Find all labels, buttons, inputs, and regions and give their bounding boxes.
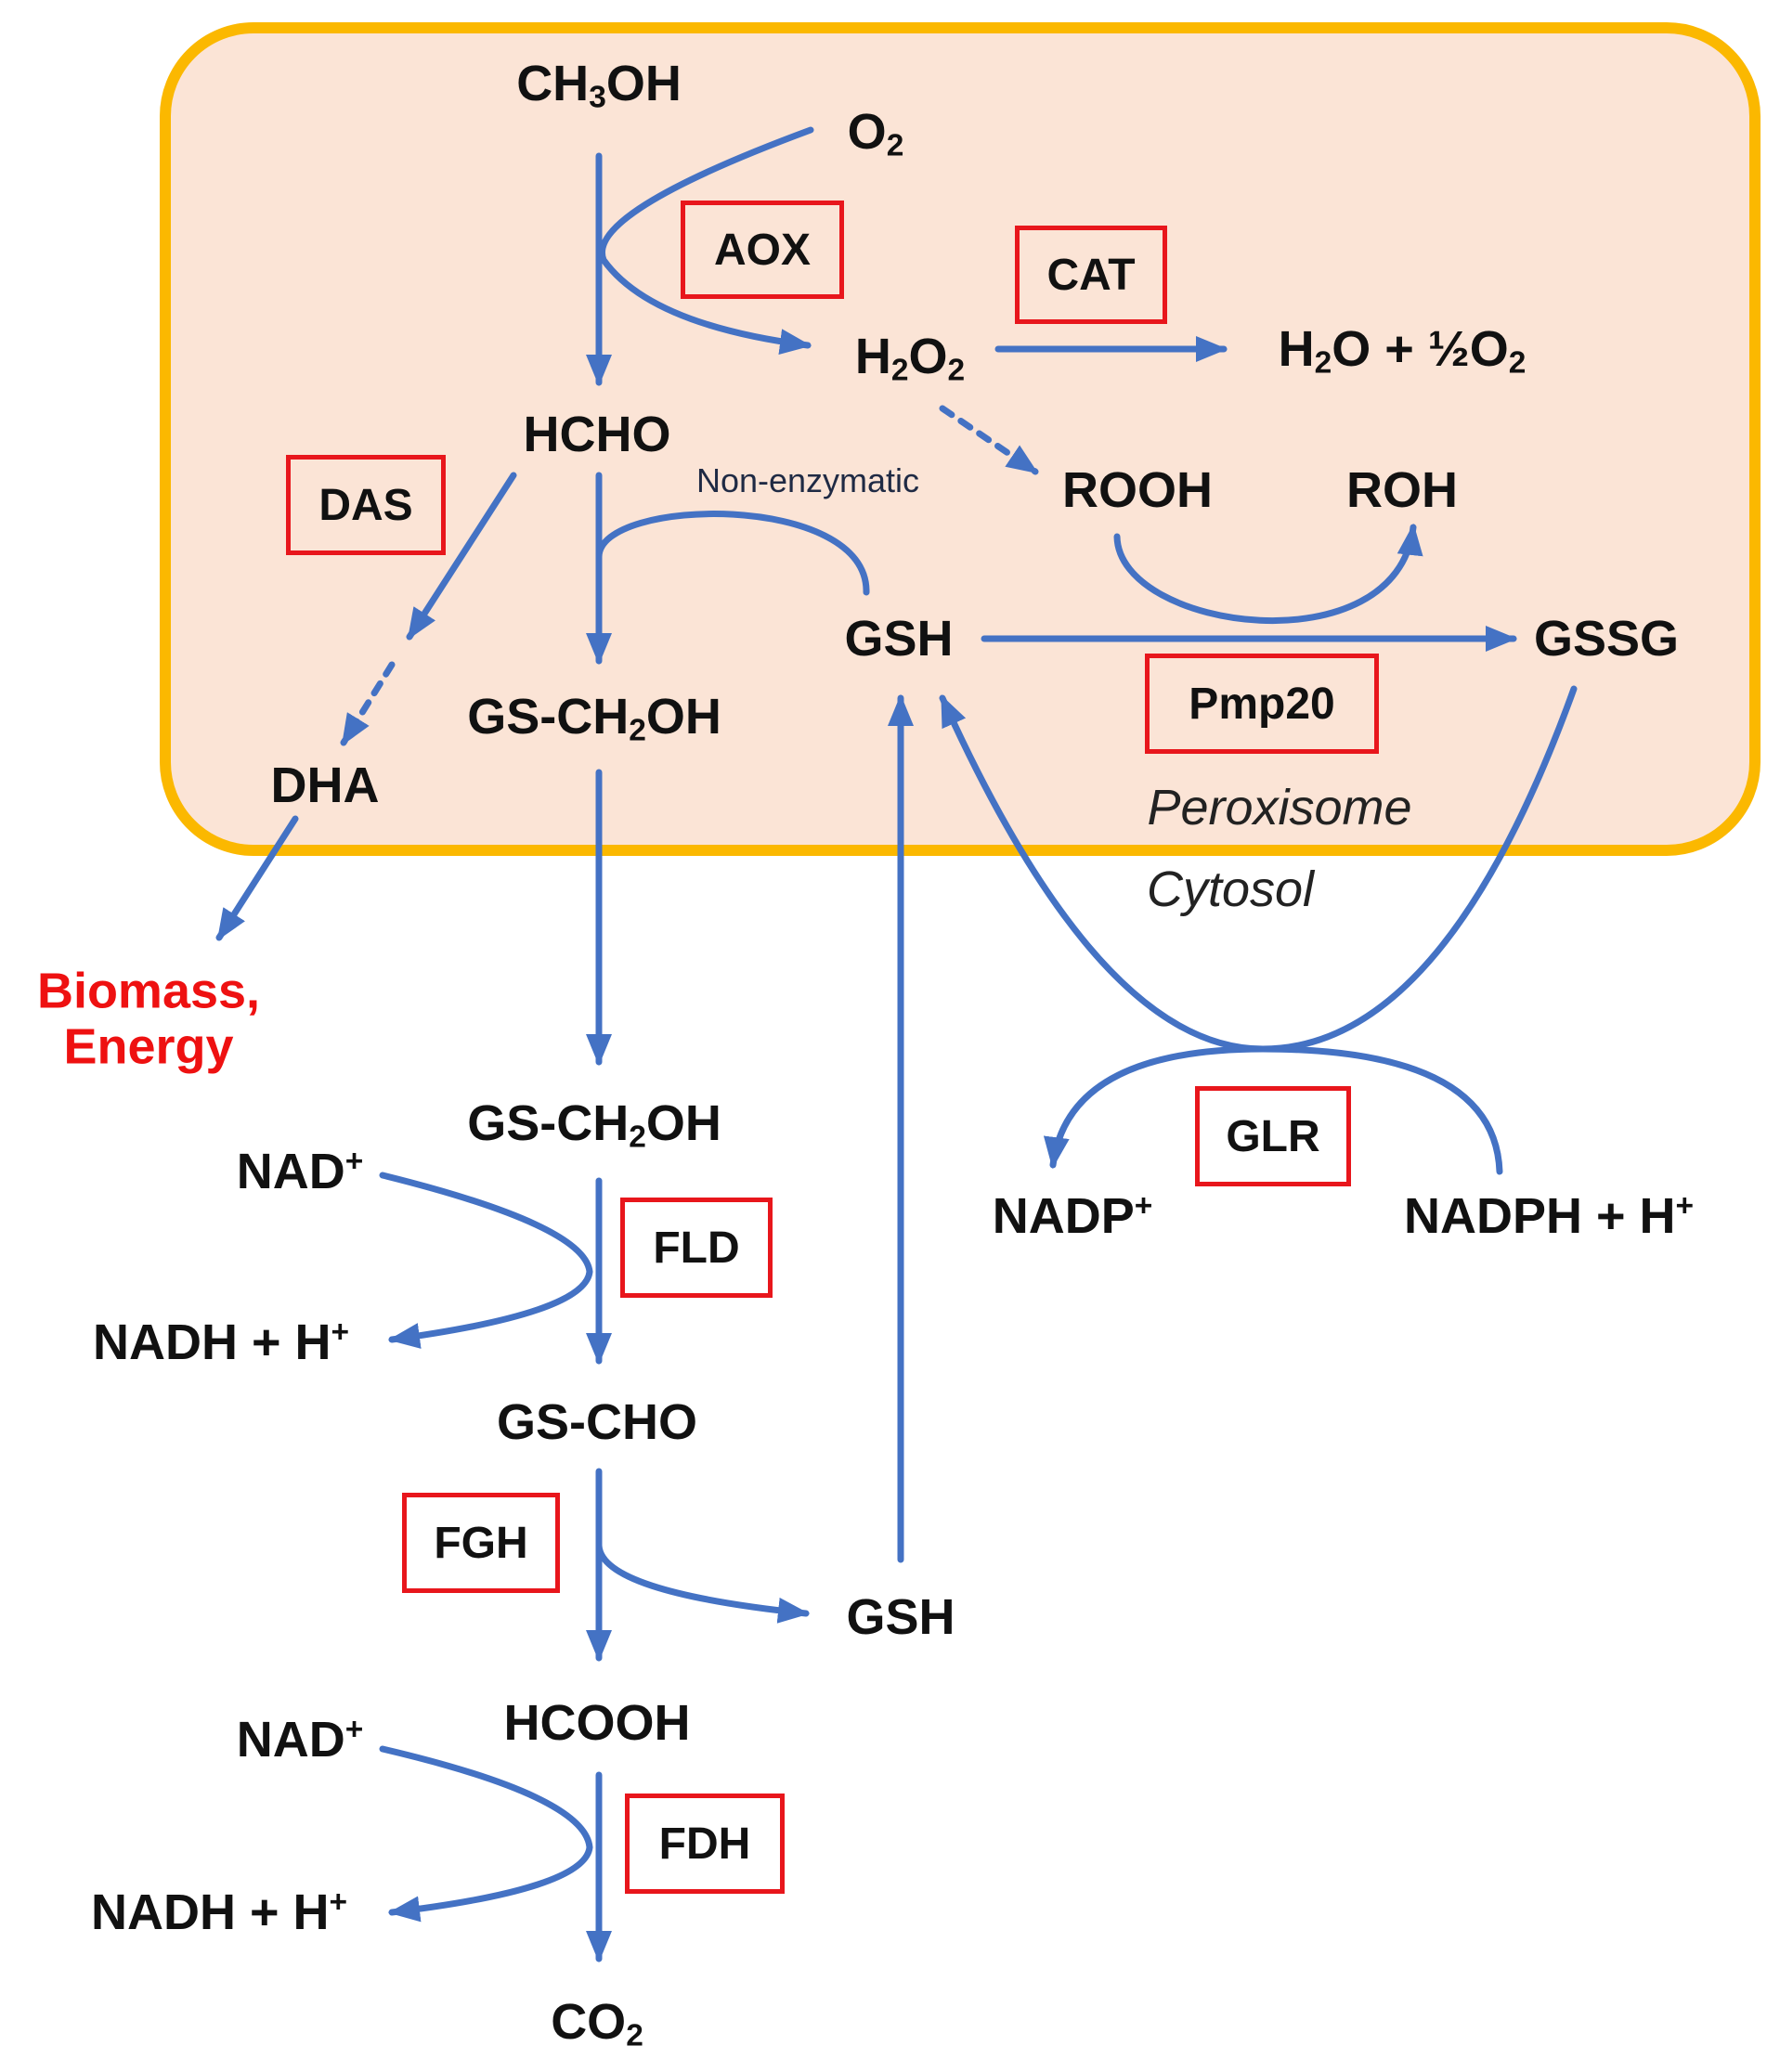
arrow-nadph-to-nadp (1043, 1045, 1503, 1175)
molecule-nad-fld: NAD+ (236, 1144, 364, 1199)
molecule-hydrogen-peroxide: H2O2 (854, 329, 966, 388)
arrow-hydrogen-peroxide-to-rooh (939, 405, 1039, 475)
molecule-roh: ROH (1346, 462, 1458, 518)
molecule-rooh: ROOH (1062, 462, 1213, 518)
arrow-oxygen-to-hydrogen-peroxide (599, 126, 814, 356)
molecule-methanol: CH3OH (516, 56, 682, 115)
enzyme-fld: FLD (620, 1198, 773, 1298)
compartment-label-cytosol: Cytosol (1146, 861, 1315, 917)
molecule-formaldehyde: HCHO (523, 407, 671, 462)
arrow-formaldehyde-to-das (406, 472, 517, 641)
enzyme-glr: GLR (1195, 1086, 1351, 1186)
molecule-gssg: GSSG (1533, 611, 1680, 667)
compartment-label-peroxisome: Peroxisome (1147, 780, 1412, 835)
molecule-dha: DHA (270, 758, 380, 813)
molecule-nadh-fdh: NADH + H+ (90, 1884, 348, 1940)
enzyme-fgh: FGH (402, 1493, 560, 1593)
enzyme-cat: CAT (1015, 226, 1167, 324)
arrow-rooh-to-roh (1113, 524, 1423, 625)
output-biomass-energy: Biomass,Energy (36, 963, 261, 1075)
molecule-gsh-cytosol: GSH (846, 1589, 955, 1645)
molecule-gs-ch2oh-peroxisome: GS-CH2OH (467, 689, 721, 748)
arrow-nad-to-nadh-fld (379, 1172, 593, 1349)
enzyme-pmp20: Pmp20 (1145, 654, 1379, 754)
molecule-nadh-fld: NADH + H+ (92, 1314, 350, 1370)
arrow-nad-to-nadh-fdh (379, 1745, 593, 1923)
molecule-gs-ch2oh-cytosol: GS-CH2OH (467, 1095, 721, 1155)
arrow-das-to-dha-dotted (340, 661, 396, 746)
annotation-non-enzymatic: Non-enzymatic (695, 461, 920, 499)
molecule-formate: HCOOH (503, 1695, 691, 1751)
arrow-non-enzymatic-gsh (595, 511, 870, 596)
molecule-gsh-peroxisome: GSH (844, 611, 954, 667)
arrow-dha-to-biomass (215, 815, 299, 941)
arrow-gs-cho-releases-gsh (595, 1542, 810, 1624)
peroxisome-compartment (160, 22, 1761, 856)
molecule-co2: CO2 (551, 1994, 643, 2053)
molecule-nadp: NADP+ (992, 1188, 1153, 1244)
molecule-water-oxygen: H2O + ½O2 (1278, 321, 1527, 381)
molecule-oxygen: O2 (847, 104, 904, 163)
molecule-nad-fdh: NAD+ (236, 1712, 364, 1768)
enzyme-aox: AOX (681, 201, 844, 299)
molecule-nadph: NADPH + H+ (1403, 1188, 1695, 1244)
molecule-gs-cho: GS-CHO (497, 1394, 697, 1450)
enzyme-das: DAS (286, 455, 446, 555)
enzyme-fdh: FDH (625, 1794, 785, 1894)
